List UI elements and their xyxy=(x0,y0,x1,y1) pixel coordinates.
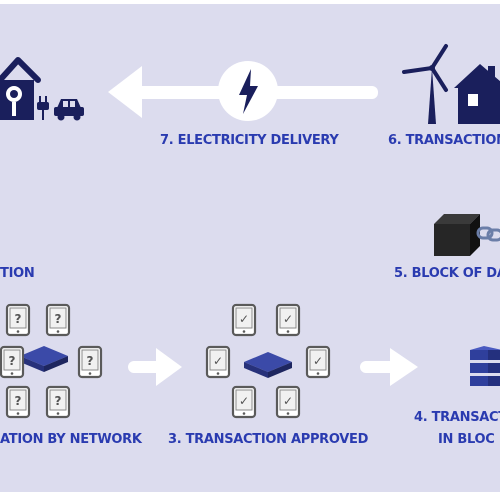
checkmark-device-icon-mark: ✓ xyxy=(283,312,293,326)
flow-arrow-2 xyxy=(360,348,418,386)
step3-label: 3. TRANSACTION APPROVED xyxy=(168,432,369,447)
flow-arrow-1 xyxy=(128,348,182,386)
plug-icon xyxy=(37,96,49,120)
step6-label: 6. TRANSACTION xyxy=(388,133,500,148)
checkmark-device-icon: ✓ xyxy=(231,385,257,419)
bottom-border xyxy=(0,492,500,500)
house-plug-icon xyxy=(0,57,41,120)
chain-link-icon xyxy=(476,226,500,242)
house-icon xyxy=(454,64,500,124)
top-border xyxy=(0,0,500,4)
step2-label: ATION BY NETWORK xyxy=(0,432,142,447)
cube-block-icon xyxy=(434,214,480,256)
step5-label: 5. BLOCK OF DA xyxy=(394,266,500,281)
checkmark-device-icon: ✓ xyxy=(275,303,301,337)
network-node-icon xyxy=(244,352,292,378)
checkmark-device-icon: ✓ xyxy=(205,345,231,379)
checkmark-device-icon-mark: ✓ xyxy=(239,312,249,326)
wind-turbine-icon xyxy=(402,44,448,124)
checkmark-device-icon-mark: ✓ xyxy=(213,354,223,368)
question-device-icon-mark: ? xyxy=(15,394,22,408)
question-device-icon: ? xyxy=(0,345,25,379)
lightning-bolt-icon xyxy=(218,61,278,121)
question-device-icon: ? xyxy=(77,345,103,379)
question-device-icon: ? xyxy=(5,385,31,419)
question-device-icon-mark: ? xyxy=(55,312,62,326)
checkmark-device-icon: ✓ xyxy=(305,345,331,379)
step4-label-line1: 4. TRANSACT xyxy=(414,410,500,425)
question-device-icon-mark: ? xyxy=(15,312,22,326)
step4-label-line2: IN BLOC xyxy=(438,432,495,447)
question-device-icon: ? xyxy=(45,385,71,419)
car-icon xyxy=(54,99,84,121)
question-device-icon-mark: ? xyxy=(55,394,62,408)
block-stack-icon xyxy=(470,346,500,386)
network-cluster-approved xyxy=(244,352,292,378)
checkmark-device-icon-mark: ✓ xyxy=(283,394,293,408)
question-device-icon-mark: ? xyxy=(9,354,16,368)
checkmark-device-icon: ✓ xyxy=(275,385,301,419)
network-cluster-unknown xyxy=(20,346,68,372)
checkmark-device-icon-mark: ✓ xyxy=(239,394,249,408)
network-node-icon xyxy=(20,346,68,372)
step1-label: TION xyxy=(0,266,35,281)
question-device-icon: ? xyxy=(45,303,71,337)
checkmark-device-icon: ✓ xyxy=(231,303,257,337)
step7-label: 7. ELECTRICITY DELIVERY xyxy=(160,133,339,148)
question-device-icon: ? xyxy=(5,303,31,337)
checkmark-device-icon-mark: ✓ xyxy=(313,354,323,368)
question-device-icon-mark: ? xyxy=(87,354,94,368)
